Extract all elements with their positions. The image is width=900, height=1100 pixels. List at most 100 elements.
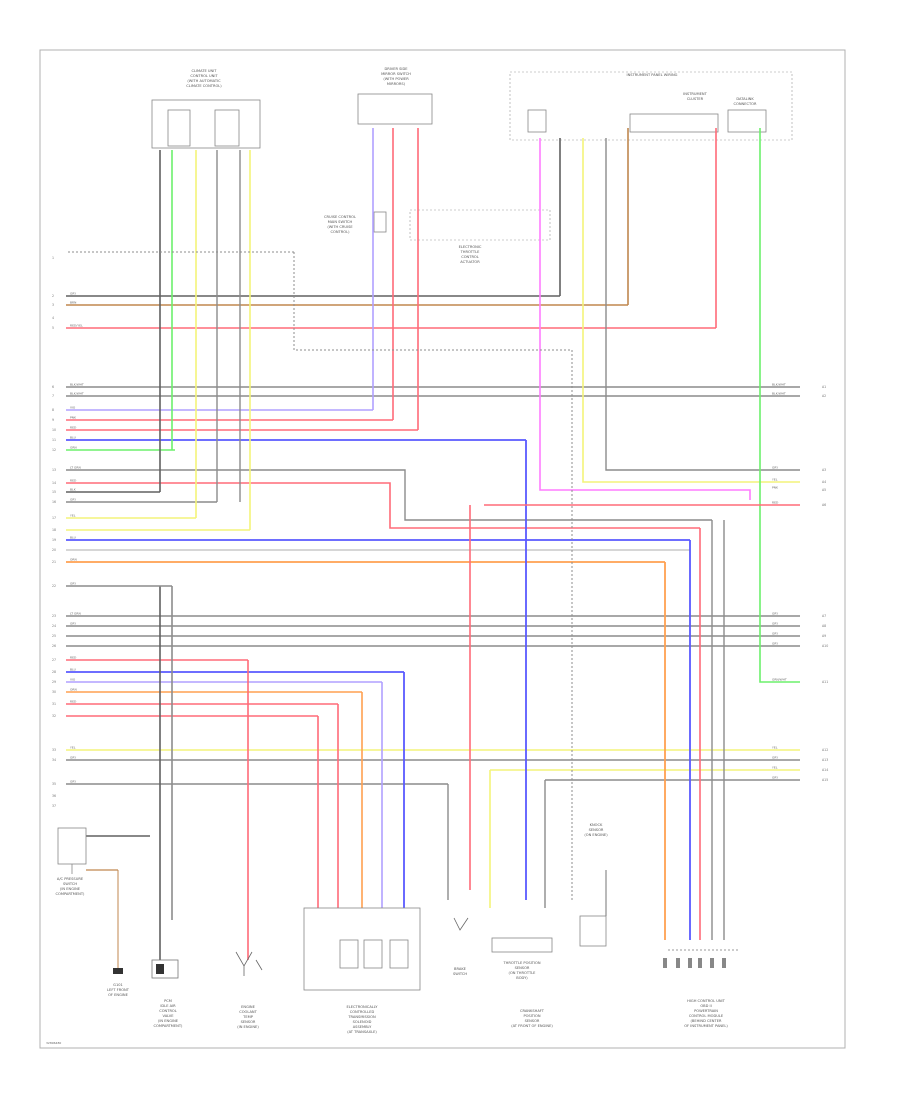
wire-color-label: RED/YEL (70, 324, 83, 328)
ground-symbol: G101 LEFT FRONT OF ENGINE (107, 870, 130, 997)
wire-color-label: BLU (70, 436, 76, 440)
right-terminal: A8 (822, 624, 826, 628)
svg-text:(WITH CRUISE: (WITH CRUISE (327, 225, 353, 229)
wire-color-label: BLU (70, 668, 76, 672)
wire-color-label: PNK (70, 416, 77, 420)
wire-color-label: BLK/WHT (70, 392, 84, 396)
svg-text:INSTRUMENT: INSTRUMENT (683, 92, 707, 96)
wire-color-label: RED (70, 479, 77, 483)
left-terminal: 2 (52, 294, 54, 298)
svg-text:SENSOR: SENSOR (525, 1019, 540, 1023)
left-terminal: 7 (52, 394, 54, 398)
left-terminal-column: 1234567891011121314151617181920212223242… (52, 256, 56, 808)
wire-color-label: YEL (772, 766, 778, 770)
wire-color-label: RED (70, 426, 77, 430)
wire-color-label: VIO (70, 678, 76, 682)
wire-color-label: RED (70, 656, 77, 660)
left-terminal: 6 (52, 385, 54, 389)
route-wire (605, 138, 800, 471)
left-terminal: 31 (52, 702, 56, 706)
left-terminal: 29 (52, 680, 56, 684)
wire-color-label: LT GRN (70, 612, 81, 616)
right-terminal: A12 (822, 748, 828, 752)
right-terminal: A6 (822, 503, 826, 507)
svg-text:G101: G101 (113, 983, 123, 987)
wire-color-label: GRY (772, 612, 778, 616)
pcm-pin (676, 958, 680, 968)
svg-text:ELECTRONICALLY: ELECTRONICALLY (346, 1005, 378, 1009)
right-terminal: A3 (822, 468, 826, 472)
wires (66, 128, 800, 960)
route-wire (582, 138, 800, 483)
svg-text:(AT FRONT OF ENGINE): (AT FRONT OF ENGINE) (511, 1024, 553, 1028)
svg-text:TRANSMISSION: TRANSMISSION (347, 1015, 376, 1019)
wire-color-label: YEL (70, 514, 76, 518)
svg-text:CONTROLLED: CONTROLLED (350, 1010, 375, 1014)
svg-text:TEMP: TEMP (242, 1015, 254, 1019)
wire-label-group: GRYBRNRED/YELBLK/WHTBLK/WHTVIOPNKREDBLUG… (70, 292, 787, 784)
right-terminal: A13 (822, 758, 828, 762)
component-iac-valve: PCM IDLE AIR CONTROL VALVE (IN ENGINE CO… (151, 959, 183, 1028)
left-terminal: 15 (52, 490, 56, 494)
component-coolant-temp-sensor: ENGINE COOLANT TEMP SENSOR (IN ENGINE) (235, 951, 263, 1029)
wire-color-label: YEL (772, 478, 778, 482)
left-terminal: 36 (52, 794, 56, 798)
right-terminal: A4 (822, 480, 826, 484)
left-terminal: 9 (52, 418, 54, 422)
svg-text:(IN ENGINE: (IN ENGINE (158, 1019, 179, 1023)
svg-text:ENGINE: ENGINE (241, 1005, 255, 1009)
left-terminal: 30 (52, 690, 56, 694)
wire-color-label: YEL (772, 746, 778, 750)
wire-color-label: RED (70, 700, 77, 704)
left-terminal: 25 (52, 634, 56, 638)
diagram-frame (39, 49, 846, 1049)
svg-text:VALVE: VALVE (162, 1014, 174, 1018)
svg-text:PCM: PCM (164, 999, 172, 1003)
svg-text:MAIN SWITCH: MAIN SWITCH (328, 220, 353, 224)
svg-text:(IN ENGINE: (IN ENGINE (60, 887, 81, 891)
svg-text:CONTROL UNIT: CONTROL UNIT (190, 74, 218, 78)
svg-text:SWITCH: SWITCH (63, 882, 77, 886)
wire-color-label: GRY (70, 622, 76, 626)
svg-text:MIRROR SWITCH: MIRROR SWITCH (381, 72, 411, 76)
left-terminal: 1 (52, 256, 54, 260)
component-brake-switch: BRAKE SWITCH (453, 917, 469, 976)
wire-color-label: YEL (70, 746, 76, 750)
svg-text:DATALINK: DATALINK (736, 97, 754, 101)
left-terminal: 20 (52, 548, 56, 552)
svg-text:SWITCH: SWITCH (453, 972, 467, 976)
svg-text:CONTROL): CONTROL) (331, 230, 351, 234)
svg-text:OBD II: OBD II (700, 1004, 711, 1008)
wire-color-label: BLK/WHT (772, 392, 786, 396)
svg-text:KNOCK: KNOCK (590, 823, 603, 827)
pcm-pin (722, 958, 726, 968)
wire-color-label: BLK (70, 488, 77, 492)
wire-color-label: PNK (772, 486, 779, 490)
pcm-pin-row (663, 958, 726, 968)
svg-text:ASSEMBLY: ASSEMBLY (353, 1025, 372, 1029)
left-terminal: 16 (52, 500, 56, 504)
component-ac-pressure-switch: A/C PRESSURE SWITCH (IN ENGINE COMPARTME… (56, 827, 87, 896)
component-instrument-panel-wiring: INSTRUMENT PANEL WIRING INSTRUMENT CLUST… (509, 71, 793, 141)
wire-color-label: GRY (70, 292, 76, 296)
bus-wire (66, 469, 712, 521)
component-pcm: HIGH CONTROL UNIT OBD II POWERTRAIN CONT… (663, 949, 740, 1028)
svg-text:CLIMATE UNIT: CLIMATE UNIT (191, 69, 217, 73)
route-wire (293, 252, 573, 900)
svg-text:CONTROL MODULE: CONTROL MODULE (689, 1014, 724, 1018)
left-terminal: 11 (52, 438, 56, 442)
wire-color-label: GRY (772, 466, 778, 470)
left-terminal: 24 (52, 624, 56, 628)
svg-text:CONTROL: CONTROL (159, 1009, 177, 1013)
left-terminal: 33 (52, 748, 56, 752)
svg-text:IDLE AIR: IDLE AIR (160, 1004, 176, 1008)
wire-color-label: GRY (772, 756, 778, 760)
pcm-pin (688, 958, 692, 968)
right-terminal: A5 (822, 488, 826, 492)
left-terminal: 28 (52, 670, 56, 674)
svg-text:CONTROL: CONTROL (461, 255, 479, 259)
wire-color-label: GRY (70, 582, 76, 586)
svg-text:(ON ENGINE): (ON ENGINE) (584, 833, 608, 837)
svg-text:SENSOR: SENSOR (589, 828, 604, 832)
svg-text:THROTTLE POSITION: THROTTLE POSITION (502, 961, 540, 965)
